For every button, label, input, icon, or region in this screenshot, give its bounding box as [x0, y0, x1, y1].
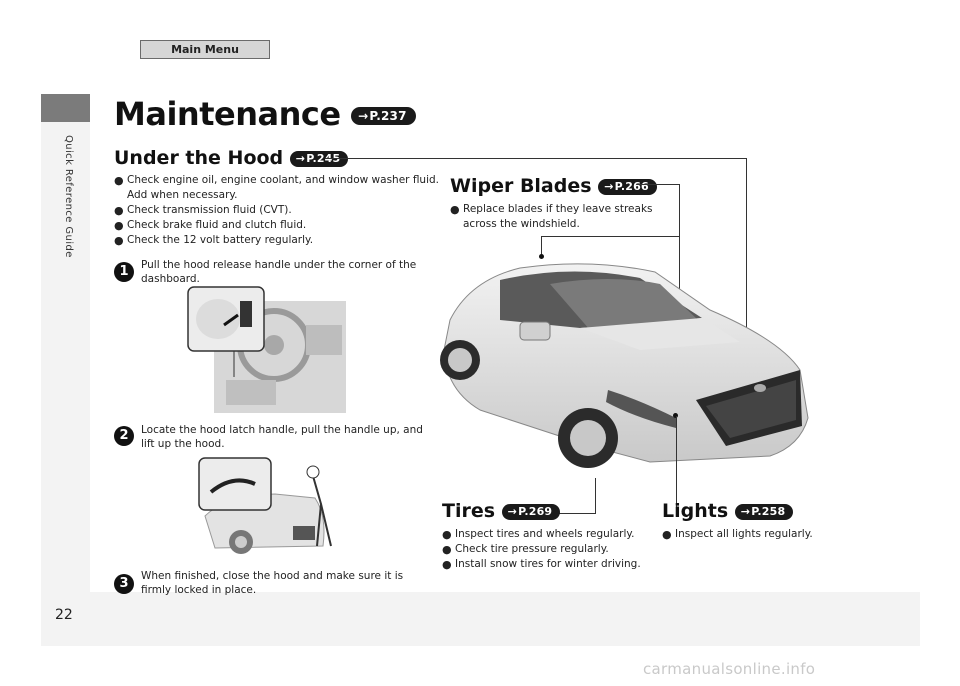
wiper-blades-title: Wiper Blades [450, 175, 592, 197]
hood-latch-illustration [198, 457, 332, 554]
under-hood-heading: Under the Hood P.245 [114, 147, 349, 169]
step-2-text: Locate the hood latch handle, pull the h… [141, 424, 423, 450]
tires-bullets: Inspect tires and wheels regularly. Chec… [442, 527, 662, 572]
page-title-text: Maintenance [114, 95, 341, 133]
list-item: Install snow tires for winter driving. [442, 557, 662, 572]
under-hood-page-ref[interactable]: P.245 [289, 150, 349, 167]
hood-leader-h [325, 158, 746, 159]
under-hood-title: Under the Hood [114, 147, 284, 169]
tires-leader-v [595, 478, 596, 513]
lights-bullets: Inspect all lights regularly. [662, 527, 842, 542]
step-1-badge: 1 [114, 262, 134, 282]
wiper-leader-h2 [541, 236, 679, 237]
wiper-leader-h [637, 184, 679, 185]
lights-title: Lights [662, 500, 729, 522]
step-2-badge: 2 [114, 426, 134, 446]
tires-page-ref[interactable]: P.269 [501, 503, 561, 520]
sidebar-section-label: Quick Reference Guide [63, 135, 74, 258]
watermark: carmanualsonline.info [643, 660, 816, 678]
footer-band [41, 592, 920, 646]
wiper-leader-v [679, 184, 680, 316]
wiper-blades-heading: Wiper Blades P.266 [450, 175, 657, 197]
section-tab [41, 94, 90, 122]
lights-leader-v [676, 416, 677, 510]
step-3-badge: 3 [114, 574, 134, 594]
list-item: Check tire pressure regularly. [442, 542, 662, 557]
main-menu-button[interactable]: Main Menu [140, 40, 270, 59]
wiper-leader-dot [539, 254, 544, 259]
wiper-blades-bullets: Replace blades if they leave streaksacro… [450, 202, 680, 232]
page-title: Maintenance P.237 [114, 95, 416, 133]
page-number: 22 [55, 607, 73, 623]
under-hood-bullets: Check engine oil, engine coolant, and wi… [114, 173, 444, 248]
tires-heading: Tires P.269 [442, 500, 561, 522]
lights-page-ref[interactable]: P.258 [734, 503, 794, 520]
step-3-text: When finished, close the hood and make s… [141, 570, 404, 596]
list-item: Inspect all lights regularly. [662, 527, 842, 542]
list-item: Inspect tires and wheels regularly. [442, 527, 662, 542]
tires-leader-h [549, 513, 596, 514]
step-1-text: Pull the hood release handle under the c… [141, 259, 417, 285]
list-item: Replace blades if they leave streaksacro… [450, 202, 680, 232]
wiper-leader-v2 [541, 236, 542, 256]
list-item: Check engine oil, engine coolant, and wi… [114, 173, 444, 203]
tires-title: Tires [442, 500, 496, 522]
page-ref-link[interactable]: P.237 [351, 107, 416, 125]
list-item: Check the 12 volt battery regularly. [114, 233, 444, 248]
hood-release-handle-illustration [187, 286, 346, 413]
hood-leader-v [746, 158, 747, 366]
lights-leader-dot [673, 413, 678, 418]
list-item: Check transmission fluid (CVT). [114, 203, 444, 218]
sidebar-strip [41, 122, 90, 592]
wiper-blades-page-ref[interactable]: P.266 [598, 178, 657, 195]
car-illustration [440, 263, 809, 468]
lights-heading: Lights P.258 [662, 500, 794, 522]
list-item: Check brake fluid and clutch fluid. [114, 218, 444, 233]
